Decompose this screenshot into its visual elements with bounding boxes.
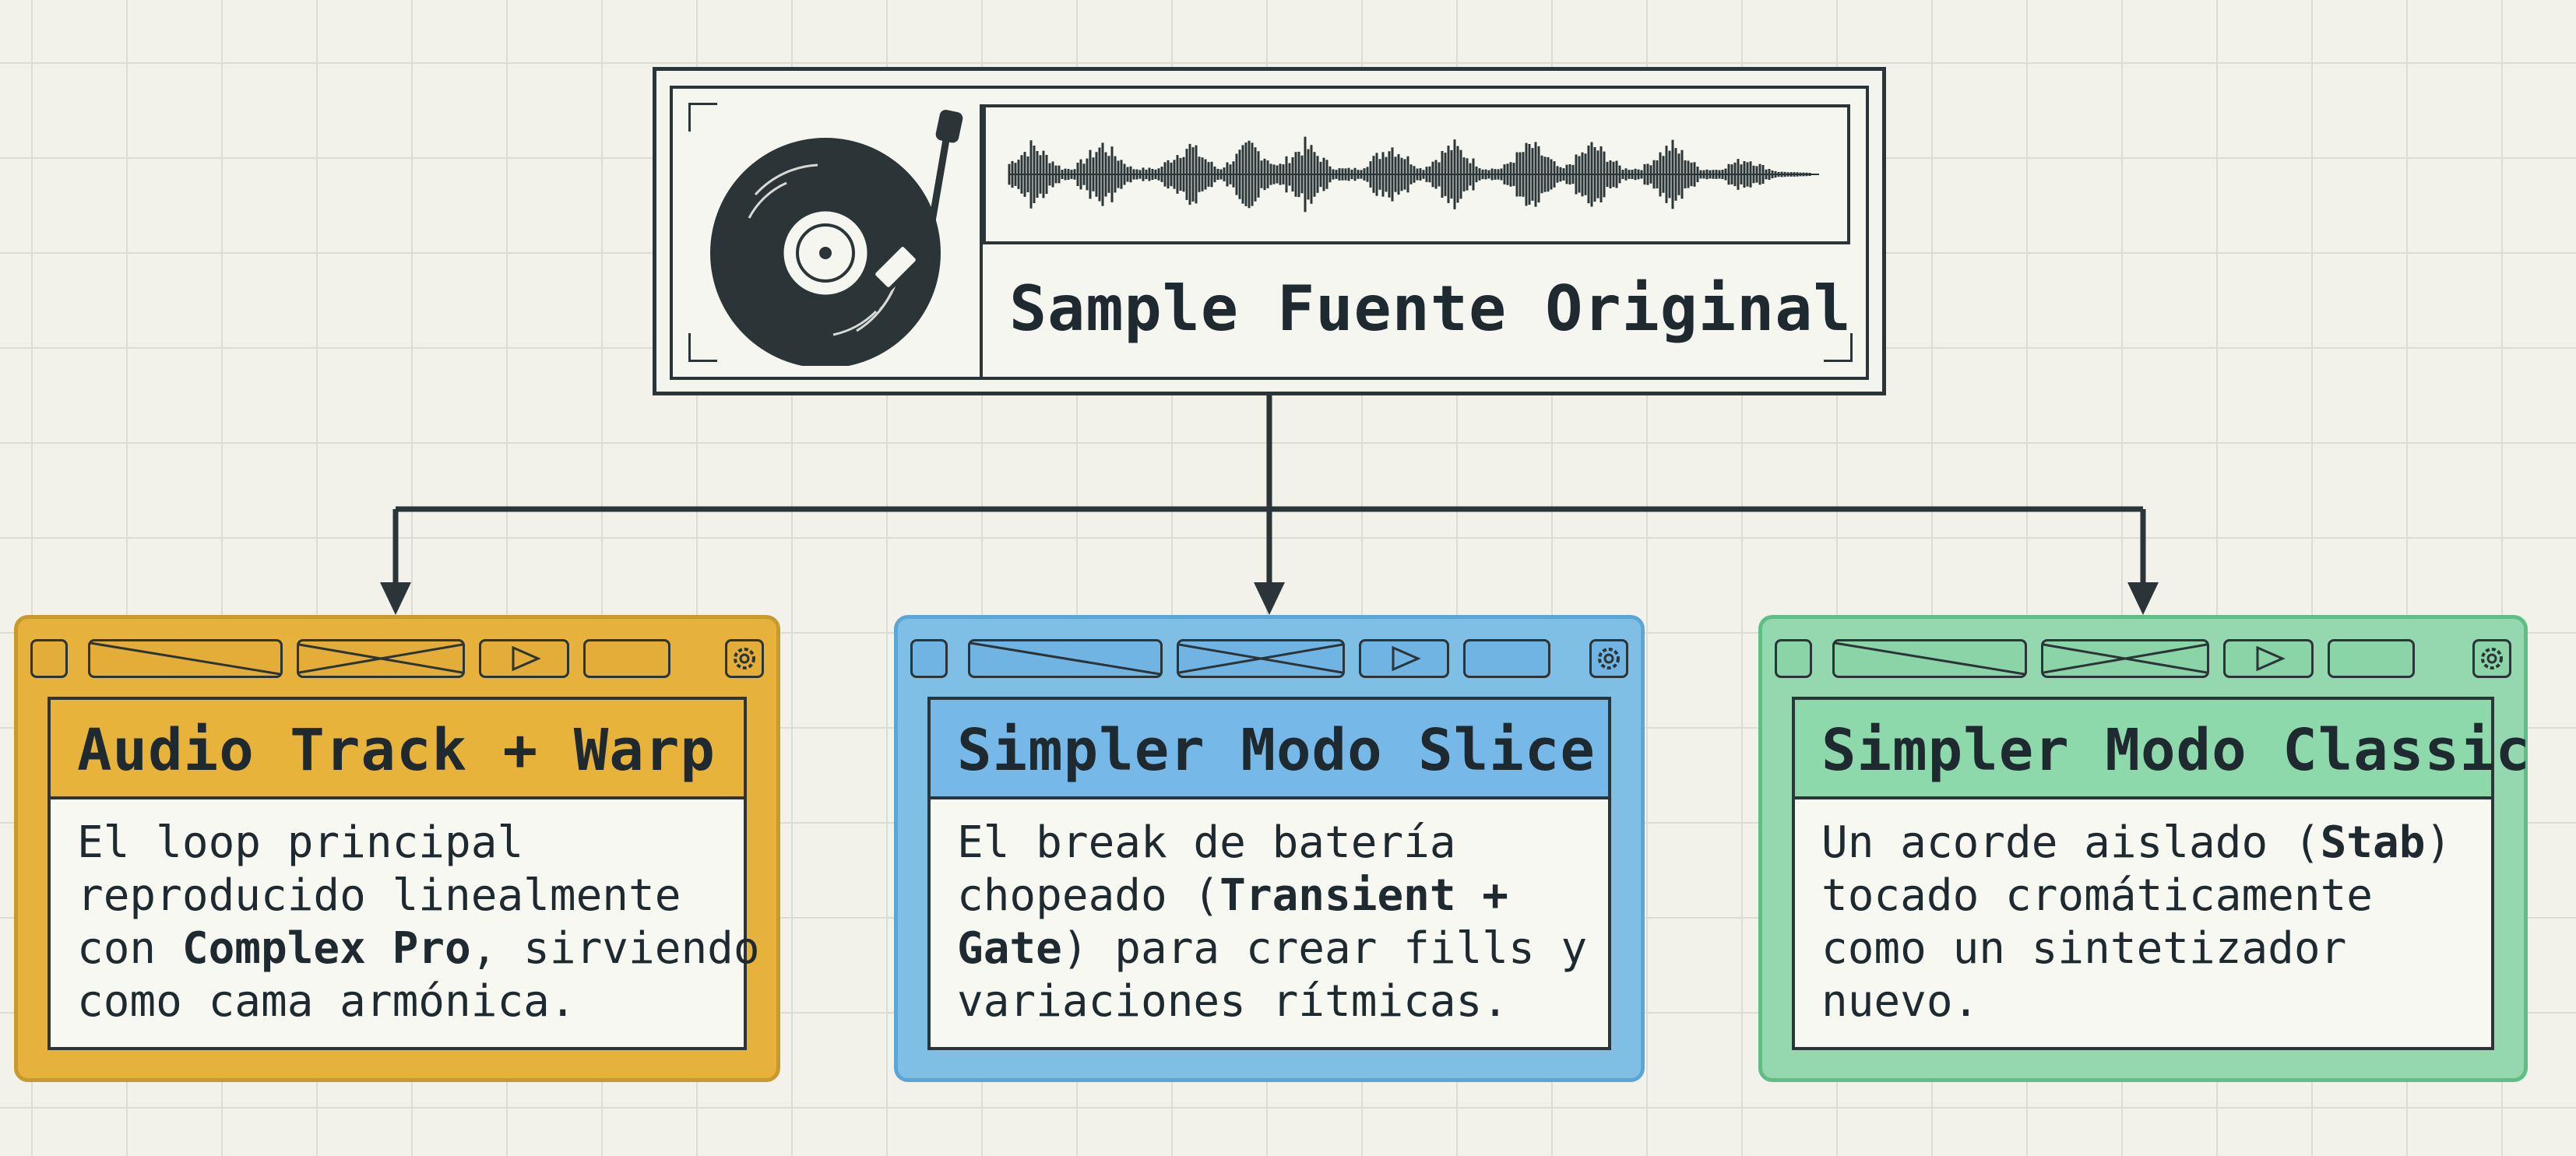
- text-segment: como un sintetizador: [1821, 923, 2347, 974]
- card-header: Audio Track + Warp: [51, 700, 744, 799]
- bold-term: Stab: [2320, 817, 2426, 868]
- text-segment: El break de batería: [957, 817, 1456, 868]
- square-button: [910, 639, 948, 678]
- description-line: Gate) para crear fills y: [957, 922, 1592, 975]
- text-segment: con: [77, 923, 182, 974]
- gear-icon: [725, 639, 764, 678]
- blank-field: [2328, 639, 2415, 678]
- card-title: Audio Track + Warp: [77, 717, 716, 784]
- cross-field: [297, 639, 465, 678]
- corner-bracket: [688, 333, 717, 362]
- card-toolbar: [898, 619, 1641, 689]
- card-title: Simpler Modo Slice: [957, 717, 1596, 784]
- blank-field: [583, 639, 670, 678]
- text-segment: ) para crear fills y: [1061, 923, 1588, 974]
- text-segment: variaciones rítmicas.: [957, 976, 1509, 1027]
- text-segment: como cama armónica.: [77, 976, 576, 1027]
- blank-field: [1463, 639, 1550, 678]
- gear-icon: [1589, 639, 1628, 678]
- text-segment: chopeado (: [957, 870, 1220, 921]
- card-toolbar: [18, 619, 776, 689]
- play-icon: [2223, 639, 2314, 678]
- description-line: El break de batería: [957, 817, 1592, 870]
- description-line: reproducido linealmente: [77, 870, 728, 922]
- corner-bracket: [688, 103, 717, 132]
- cross-field: [1177, 639, 1345, 678]
- card-description: Un acorde aislado (Stab)tocado cromática…: [1821, 817, 2476, 1028]
- source-divider: [980, 104, 983, 377]
- text-segment: reproducido linealmente: [77, 870, 681, 921]
- card-toolbar: [1762, 619, 2524, 689]
- card-simpler-classic: Simpler Modo Classic Un acorde aislado (…: [1758, 615, 2530, 1082]
- description-line: tocado cromáticamente: [1821, 870, 2476, 922]
- play-icon: [479, 639, 569, 678]
- bold-term: Gate: [957, 923, 1062, 974]
- waveform-icon: [1008, 136, 1819, 213]
- description-line: como un sintetizador: [1821, 922, 2476, 975]
- cross-field: [2041, 639, 2209, 678]
- card-title: Simpler Modo Classic: [1821, 717, 2532, 784]
- square-button: [30, 639, 68, 678]
- source-title: Sample Fuente Original: [1009, 272, 1852, 345]
- slash-field: [88, 639, 283, 678]
- description-line: El loop principal: [77, 817, 728, 870]
- description-line: variaciones rítmicas.: [957, 975, 1592, 1028]
- text-segment: nuevo.: [1821, 976, 1980, 1027]
- card-header: Simpler Modo Slice: [931, 700, 1608, 799]
- play-icon: [1359, 639, 1449, 678]
- description-line: con Complex Pro, sirviendo: [77, 922, 760, 975]
- bold-term: Transient +: [1219, 870, 1509, 921]
- gear-icon: [2472, 639, 2511, 678]
- text-segment: El loop principal: [77, 817, 524, 868]
- text-segment: tocado cromáticamente: [1821, 870, 2374, 921]
- slash-field: [1832, 639, 2027, 678]
- corner-bracket: [1824, 333, 1853, 362]
- description-line: nuevo.: [1821, 975, 2476, 1028]
- card-header: Simpler Modo Classic: [1795, 700, 2530, 799]
- slash-field: [968, 639, 1163, 678]
- vinyl-turntable-icon: [710, 110, 963, 366]
- text-segment: , sirviendo: [470, 923, 760, 974]
- description-line: Un acorde aislado (Stab): [1821, 817, 2476, 870]
- card-panel: Simpler Modo Classic Un acorde aislado (…: [1792, 697, 2530, 1050]
- waveform-panel: [983, 104, 1850, 244]
- description-line: chopeado (Transient +: [957, 870, 1592, 922]
- description-line: como cama armónica.: [77, 975, 728, 1028]
- text-segment: ): [2425, 817, 2452, 868]
- square-button: [1775, 639, 1812, 678]
- bold-term: Complex Pro: [181, 923, 471, 974]
- text-segment: Un acorde aislado (: [1821, 817, 2321, 868]
